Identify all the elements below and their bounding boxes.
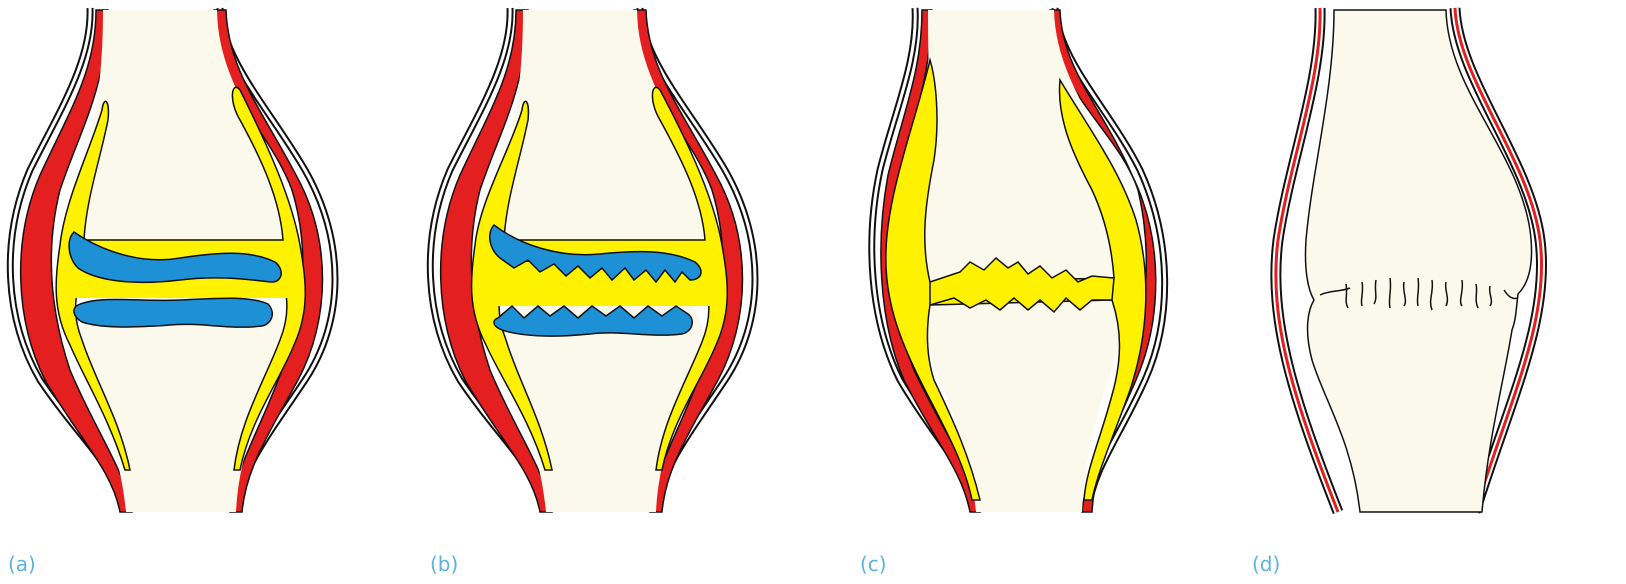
panel-label-b: (b) xyxy=(430,552,458,576)
joint-diagram-d xyxy=(1250,0,1626,540)
cartilage-lower xyxy=(74,298,272,327)
joint-panel-a: (a) xyxy=(0,0,406,584)
joint-diagram-c xyxy=(860,0,1266,540)
panel-label-d: (d) xyxy=(1252,552,1280,576)
joint-panel-d: (d) xyxy=(1250,0,1626,584)
joint-diagram-a xyxy=(0,0,406,540)
joint-diagram-b xyxy=(420,0,826,540)
joint-panel-b: (b) xyxy=(420,0,826,584)
joint-panel-c: (c) xyxy=(860,0,1266,584)
panel-label-c: (c) xyxy=(860,552,887,576)
panel-label-a: (a) xyxy=(8,552,36,576)
